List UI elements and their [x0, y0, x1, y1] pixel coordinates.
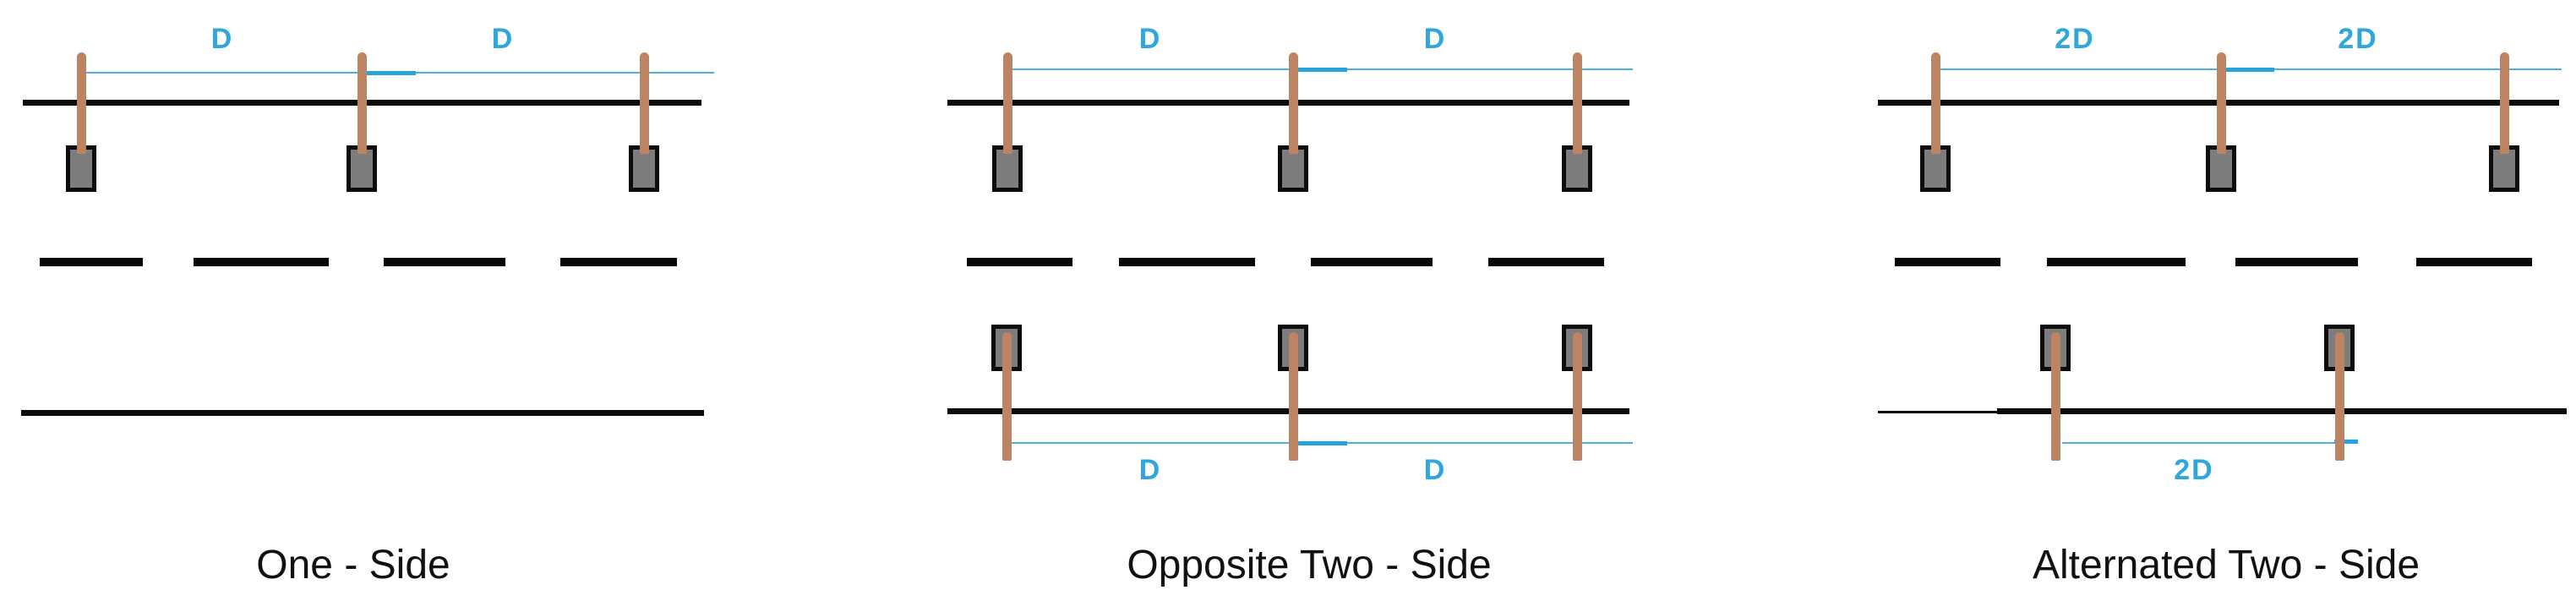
dimension-label: 2D — [2174, 454, 2214, 486]
road-edge-line-bottom — [1997, 407, 2567, 414]
luminaire-lamp — [992, 145, 1023, 192]
dimension-line-thick — [2221, 67, 2274, 72]
panel-caption: Opposite Two - Side — [1127, 543, 1492, 587]
lane-divider-dash — [384, 258, 505, 266]
dimension-line-thick — [2334, 439, 2358, 444]
utility-pole — [357, 52, 367, 154]
utility-pole — [1572, 52, 1582, 154]
dimension-line-thin — [2062, 442, 2347, 444]
dimension-label: D — [491, 23, 515, 55]
lane-divider-dash — [40, 258, 143, 266]
lane-divider-dash — [2047, 258, 2186, 266]
dimension-line-thick — [362, 70, 416, 75]
dimension-label: D — [1423, 23, 1447, 55]
dimension-label: D — [1138, 23, 1162, 55]
utility-pole — [1572, 332, 1582, 461]
dimension-label: 2D — [2055, 23, 2095, 55]
utility-pole — [2216, 52, 2226, 154]
dimension-label: 2D — [2338, 23, 2378, 55]
dimension-label: D — [1138, 454, 1162, 486]
utility-pole — [639, 52, 649, 154]
dimension-line-thick — [1293, 67, 1347, 72]
lane-divider-dash — [1119, 258, 1255, 266]
road-edge-line-bottom — [21, 409, 704, 416]
utility-pole — [2499, 52, 2509, 154]
lane-divider-dash — [194, 258, 329, 266]
lane-divider-dash — [1488, 258, 1604, 266]
utility-pole — [2050, 332, 2060, 461]
lane-divider-dash — [2235, 258, 2358, 266]
lane-divider-dash — [967, 258, 1072, 266]
lane-divider-dash — [2416, 258, 2532, 266]
panel-caption: One - Side — [256, 543, 450, 587]
luminaire-lamp — [1920, 145, 1951, 192]
utility-pole — [1930, 52, 1940, 154]
dimension-label: D — [1423, 454, 1447, 486]
utility-pole — [1288, 52, 1298, 154]
panel-caption: Alternated Two - Side — [2032, 543, 2420, 587]
lane-divider-dash — [1311, 258, 1433, 266]
dimension-line-thick — [1293, 440, 1347, 445]
dimension-label: D — [210, 23, 234, 55]
lane-divider-dash — [560, 258, 677, 266]
utility-pole — [2334, 332, 2344, 461]
utility-pole — [76, 52, 86, 154]
utility-pole — [1288, 332, 1298, 461]
utility-pole — [1001, 332, 1012, 461]
utility-pole — [1002, 52, 1012, 154]
road-edge-line-bottom — [1878, 410, 2005, 413]
lane-divider-dash — [1895, 258, 2000, 266]
